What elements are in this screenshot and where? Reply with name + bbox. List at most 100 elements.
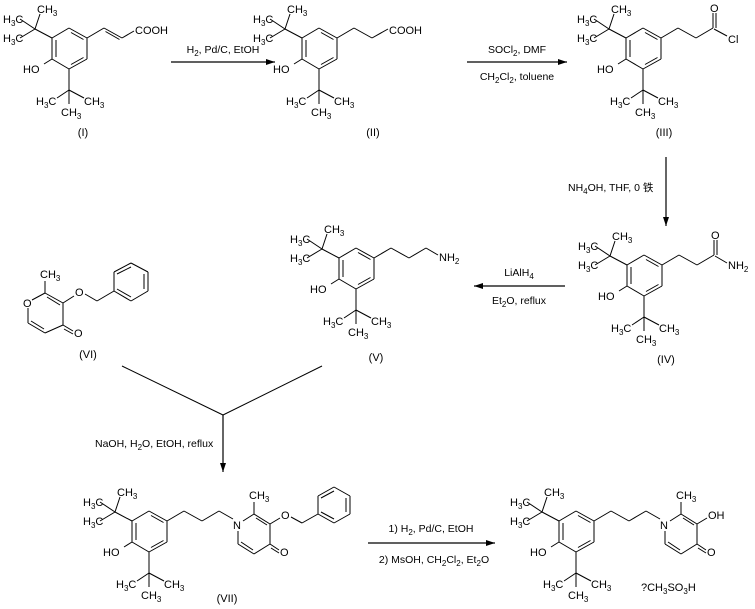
subscript: 3: [77, 112, 82, 121]
subscript: 2: [513, 49, 518, 58]
ring-bond: [575, 541, 595, 553]
text-span: C: [265, 33, 273, 45]
text-span: HO: [598, 291, 615, 303]
hydroxyl-label: HO: [103, 547, 120, 559]
text-span: C: [555, 579, 563, 591]
text-span: , toluene: [514, 71, 554, 83]
text-span: SOCl: [488, 44, 513, 56]
ether-oxygen-label: O: [281, 510, 290, 522]
text-span: CH: [611, 4, 627, 16]
subscript: 3: [551, 584, 556, 593]
ring-bond: [51, 58, 70, 70]
ring-bond: [131, 541, 150, 553]
text-span: C: [265, 14, 273, 26]
bond-methyl: [19, 18, 36, 30]
ring-bond: [642, 58, 662, 70]
ring-double-bond: [644, 32, 658, 40]
text-span: H: [36, 96, 44, 108]
subscript: 3: [518, 521, 523, 530]
text-span: C: [48, 96, 56, 108]
bond-chain: [390, 247, 410, 259]
subscript: 3: [387, 321, 392, 330]
methyl-label: CH3: [311, 107, 332, 121]
text-span: C: [522, 516, 530, 528]
step4-conditions-above: LiAlH4: [504, 267, 534, 281]
text-span: CH: [164, 579, 180, 591]
methyl-label: CH3: [591, 579, 612, 593]
compound-label-VI: (VI): [79, 349, 97, 361]
ring-double-bond: [577, 515, 591, 523]
bond-methyl: [563, 572, 577, 582]
subscript: 3: [91, 502, 96, 511]
text-span: HO: [23, 64, 40, 76]
text-span: 2) MsOH, CH: [379, 554, 442, 566]
bond-methyl: [19, 28, 36, 39]
subscript: 3: [619, 328, 624, 337]
bond-to-tbu: [114, 511, 133, 522]
ring-bond: [44, 324, 64, 334]
bond-chain: [218, 510, 234, 520]
subscript: 3: [298, 258, 303, 267]
bond-chain: [593, 510, 612, 522]
bond-methyl: [594, 255, 611, 266]
text-span: CH: [480, 71, 495, 83]
subscript: 3: [294, 101, 299, 110]
ring-bond: [31, 292, 46, 301]
text-span: C: [623, 323, 631, 335]
text-span: H: [577, 14, 585, 26]
carboxyl-label: COOH: [135, 25, 168, 37]
text-span: C: [95, 516, 103, 528]
bond-methyl: [34, 13, 41, 30]
bond-methyl: [269, 28, 286, 39]
text-span: H: [510, 516, 518, 528]
methyl-label: H3C: [577, 14, 597, 28]
ring-double-bond: [320, 57, 334, 65]
bond-ether: [269, 517, 281, 525]
bond-methyl: [56, 89, 70, 99]
bond-methyl: [318, 89, 335, 99]
bond-methyl: [306, 238, 323, 250]
subscript: 3: [674, 101, 679, 110]
bond-chain: [660, 27, 679, 39]
subscript: 3: [331, 321, 336, 330]
bond-to-oh: [550, 541, 560, 548]
mesylate-salt-label: ?CH3SO3H: [641, 582, 696, 596]
text-span: COOH: [389, 25, 422, 37]
ring-bond: [318, 27, 338, 39]
methyl-label: CH3: [659, 323, 680, 337]
ring-double-bond: [70, 32, 84, 40]
ring-double-bond: [150, 515, 164, 523]
text-span: C: [298, 96, 306, 108]
bond-to-tbu: [608, 28, 627, 39]
ring-bond: [242, 513, 255, 522]
text-span: 1) H: [389, 523, 409, 535]
text-span: C: [590, 260, 598, 272]
text-span: CH: [311, 107, 327, 119]
ring-bond: [253, 543, 271, 555]
subscript: 3: [518, 502, 523, 511]
ring-bond: [338, 247, 357, 259]
methyl-label: CH3: [676, 490, 697, 504]
bond-methyl: [575, 572, 592, 582]
subscript: 3: [44, 101, 49, 110]
bond-methyl: [306, 248, 323, 259]
bond-chain: [661, 254, 680, 266]
methyl-label: H3C: [577, 33, 597, 47]
methyl-label: CH3: [611, 4, 632, 18]
methyl-label: H3C: [290, 253, 310, 267]
ring-bond: [130, 290, 149, 302]
methyl-label: H3C: [290, 234, 310, 248]
text-span: H: [116, 579, 124, 591]
bond-ether: [62, 295, 75, 304]
text-span: CH: [568, 590, 584, 602]
text-span: NH: [439, 252, 455, 264]
text-span: OH, THF, 0: [588, 182, 643, 194]
methyl-label: CH3: [371, 316, 392, 330]
bond-chain: [408, 247, 427, 259]
text-span: C: [590, 241, 598, 253]
ring-bond: [148, 541, 168, 553]
text-span: H: [578, 260, 586, 272]
